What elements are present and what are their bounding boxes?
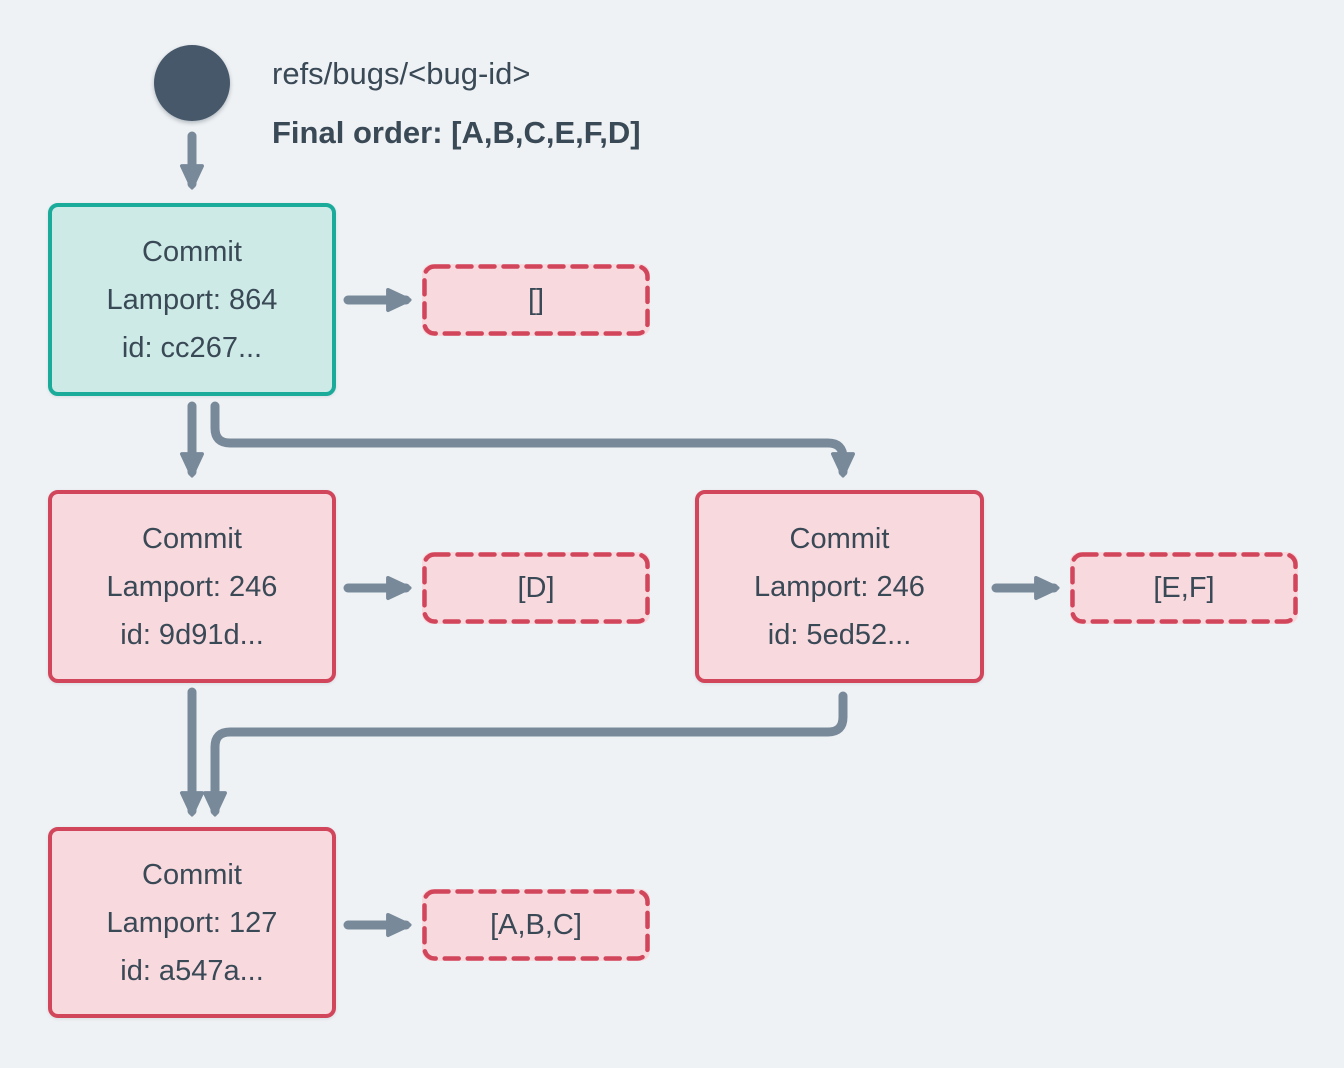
commit-lamport: Lamport: 864 [106,283,278,316]
dashed-border [422,889,650,961]
ops-box-right: [E,F] [1070,552,1298,624]
commit-node-head: Commit Lamport: 864 id: cc267... [48,203,336,396]
dashed-border [422,264,650,336]
arrow-right-to-base-commit [202,691,848,817]
commit-node-right: Commit Lamport: 246 id: 5ed52... [695,490,984,683]
dashed-border [1070,552,1298,624]
commit-lamport: Lamport: 246 [754,570,925,603]
commit-id: id: a547a... [120,954,264,987]
commit-node-base: Commit Lamport: 127 id: a547a... [48,827,336,1018]
dashed-border [422,552,650,624]
commit-id: id: 5ed52... [767,618,912,651]
commit-title: Commit [142,235,242,268]
ref-head-node [154,45,230,121]
ops-box-base: [A,B,C] [422,889,650,961]
arrow-head-to-right-commit [210,401,856,478]
commit-title: Commit [142,522,242,555]
commit-node-left: Commit Lamport: 246 id: 9d91d... [48,490,336,683]
final-order-label: Final order: [A,B,C,E,F,D] [272,115,641,150]
ref-name-label: refs/bugs/<bug-id> [272,56,531,91]
commit-id: id: cc267... [121,331,263,364]
commit-title: Commit [142,858,242,891]
ops-box-left: [D] [422,552,650,624]
ops-list: [A,B,C] [490,908,582,941]
ops-list: [E,F] [1153,571,1215,604]
commit-id: id: 9d91d... [120,618,264,651]
ops-list: [] [527,283,545,316]
commit-title: Commit [789,522,890,555]
commit-lamport: Lamport: 246 [106,570,278,603]
commit-lamport: Lamport: 127 [106,906,278,939]
ops-list: [D] [517,571,555,604]
ops-box-head: [] [422,264,650,336]
